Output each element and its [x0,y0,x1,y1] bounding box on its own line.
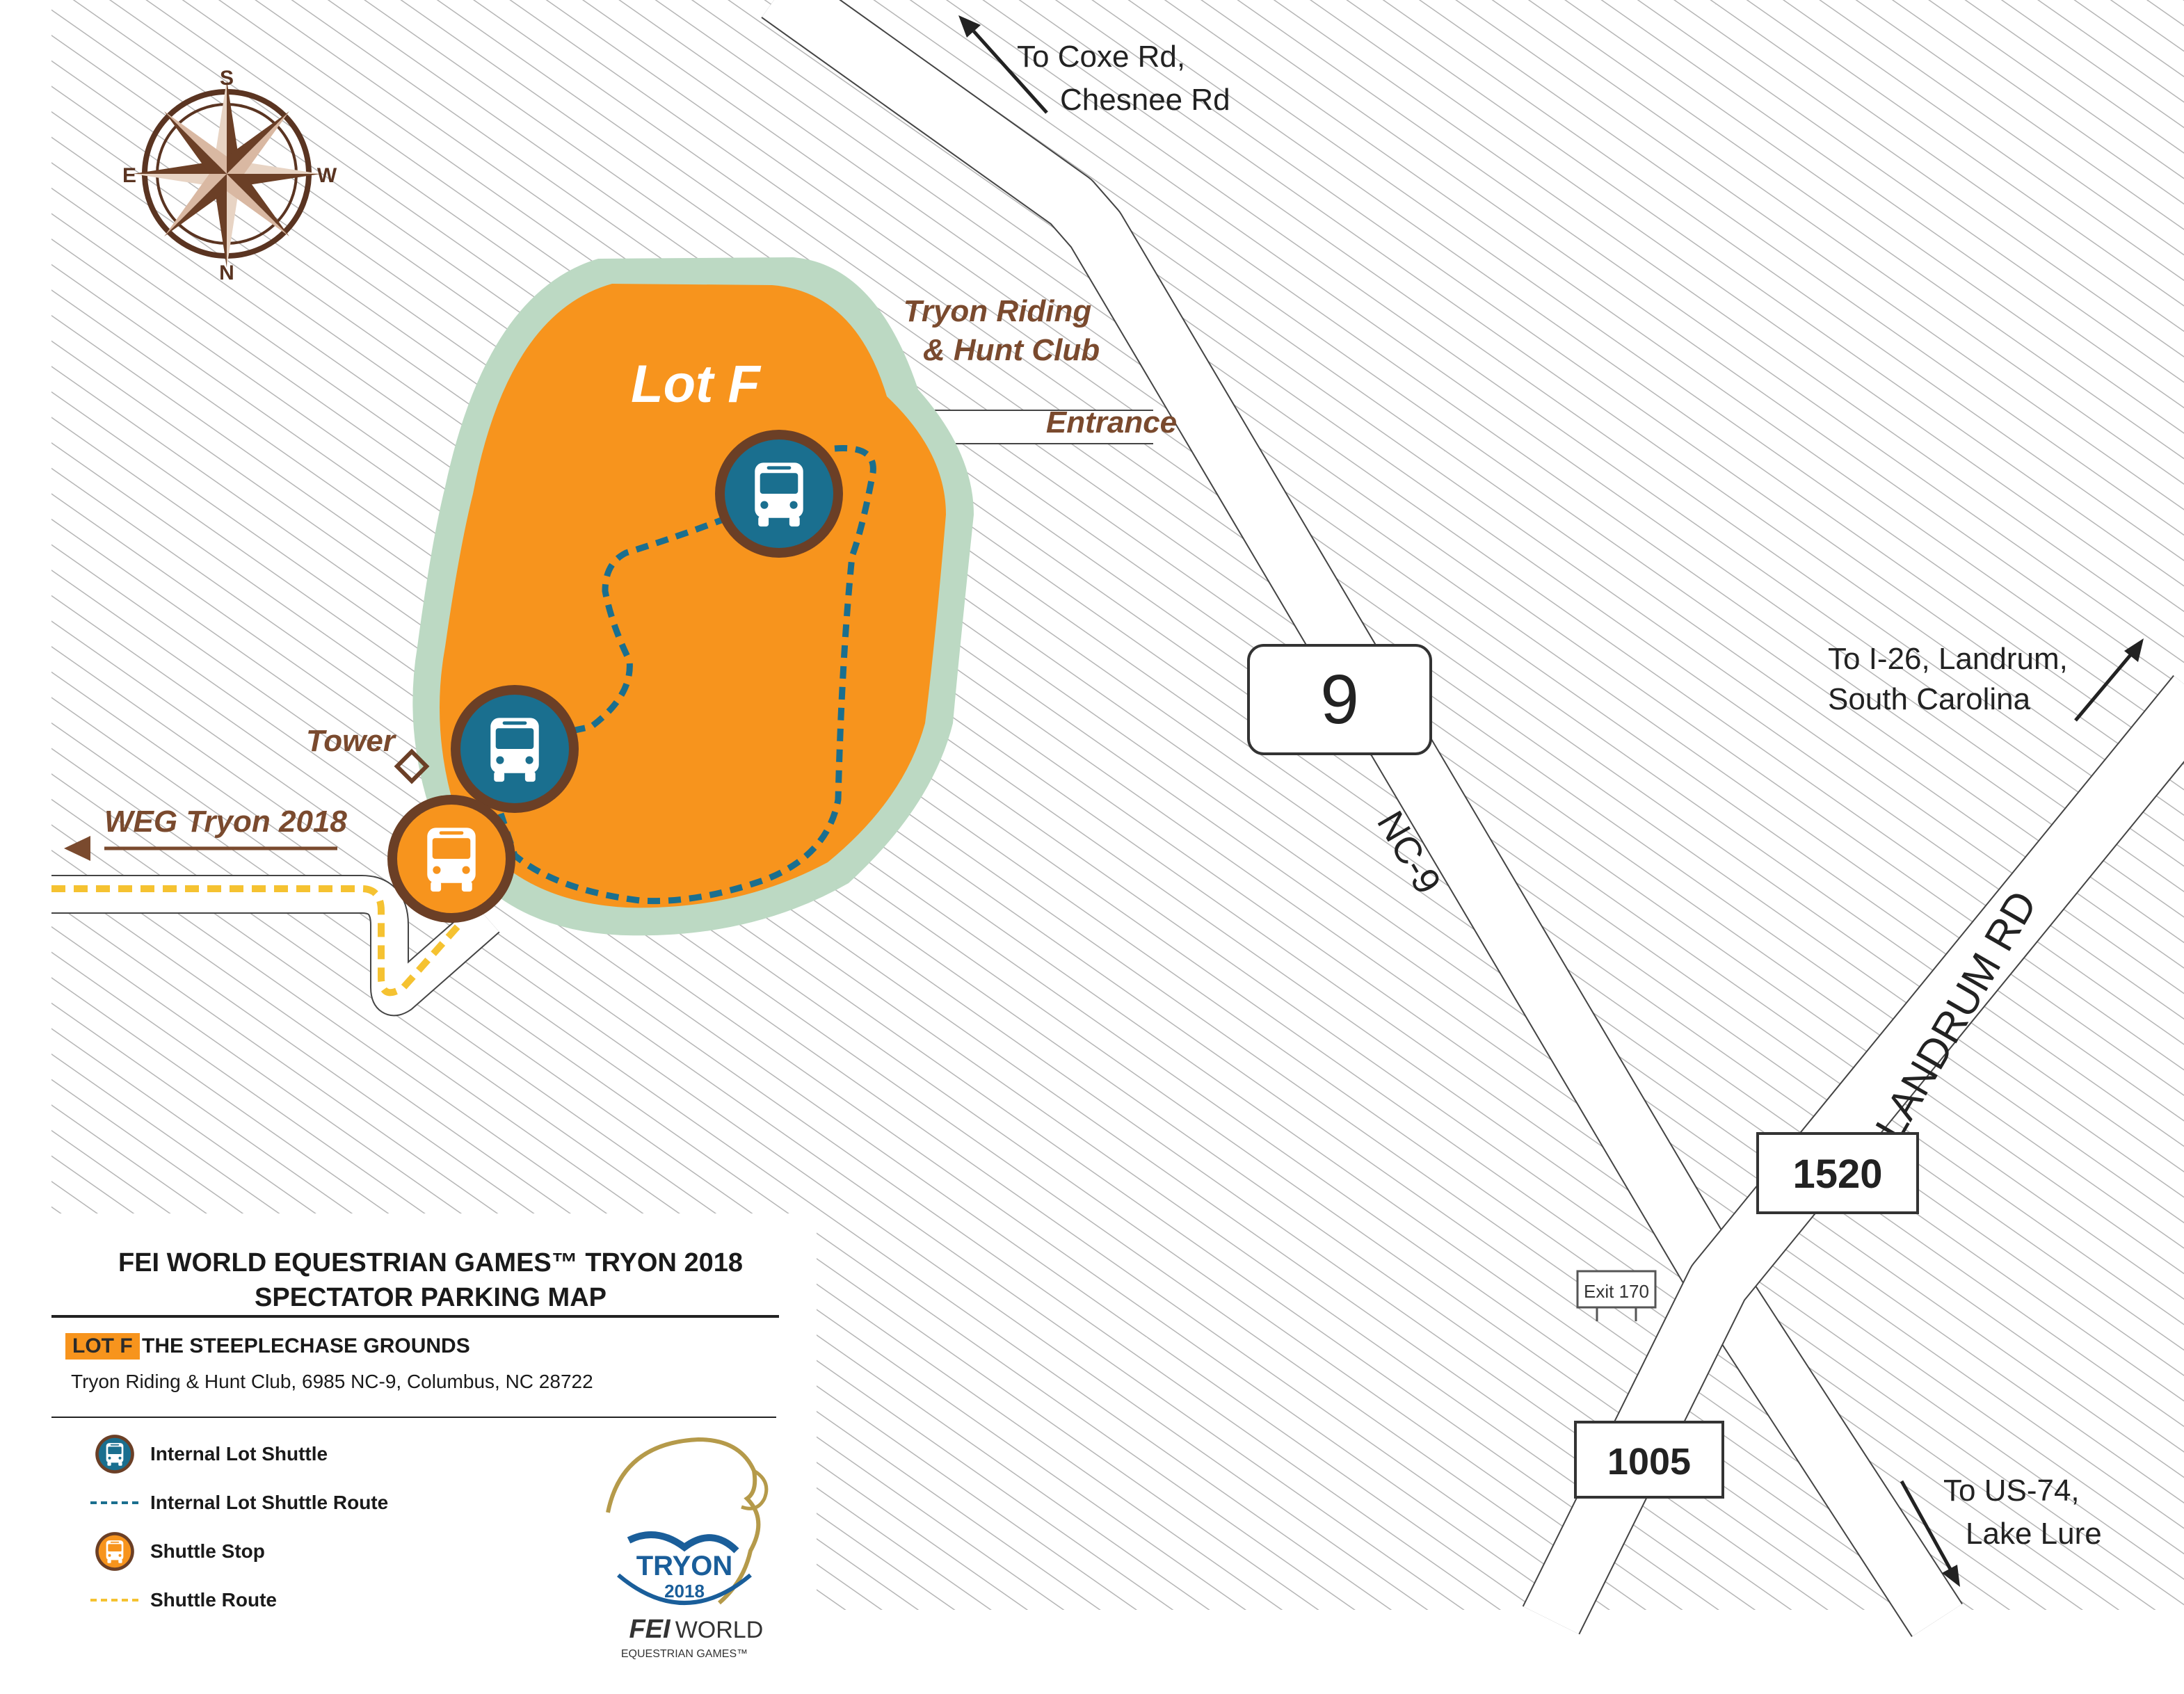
dir-us74-line1: To US-74, [1943,1474,2080,1508]
logo-games: EQUESTRIAN GAMES™ [621,1648,748,1660]
club-label-line1: Tryon Riding [904,294,1092,328]
bus-icon [95,1435,134,1474]
bus-icon [755,462,803,527]
internal-shuttle-route-loop [497,444,876,905]
bus-icon [427,828,476,892]
lot-name: THE STEEPLECHASE GROUNDS [142,1334,470,1357]
svg-text:Exit 170: Exit 170 [1584,1281,1649,1302]
tower-marker [394,748,430,784]
dir-us74-line2: Lake Lure [1966,1517,2102,1551]
dir-coxe-line1: To Coxe Rd, [1017,40,1185,74]
legend-title-line1: FEI WORLD EQUESTRIAN GAMES™ TRYON 2018 [118,1248,744,1277]
lot-address: Tryon Riding & Hunt Club, 6985 NC-9, Col… [71,1371,593,1392]
club-label-line2: & Hunt Club [923,333,1100,367]
weg-arrow [64,836,337,861]
dir-i26-line1: To I-26, Landrum, [1828,642,2068,676]
legend-rule-top [51,1315,779,1318]
shuttle-route [51,885,462,997]
route-9-shield: 9 [1247,644,1432,755]
legend-item-shuttle-route: Shuttle Route [90,1579,277,1621]
legend: FEI WORLD EQUESTRIAN GAMES™ TRYON 2018 S… [51,1213,817,1679]
arrow-coxe [958,15,1048,114]
compass-east: E [122,164,136,187]
arrow-us74 [1900,1480,1960,1587]
shuttle-stop[interactable] [387,795,515,923]
legend-item-internal-shuttle: Internal Lot Shuttle [90,1433,328,1475]
dir-coxe-line2: Chesnee Rd [1060,83,1230,117]
compass-west: W [317,164,337,187]
route-1520-shield: 1520 [1756,1132,1919,1214]
legend-item-shuttle-stop: Shuttle Stop [90,1531,265,1572]
logo-tryon: TRYON [636,1551,733,1581]
lot-tag: LOT F [65,1333,140,1360]
internal-lot-shuttle-stop-south[interactable] [451,685,579,813]
exit-170-sign: Exit 170 [1576,1270,1657,1321]
compass-north: N [219,261,234,284]
map-background [51,0,2184,1213]
entrance-label: Entrance [1046,405,1177,439]
weg-label: WEG Tryon 2018 [104,805,347,839]
svg-text:9: 9 [1320,661,1359,739]
legend-item-internal-route: Internal Lot Shuttle Route [90,1482,388,1524]
arrow-i26 [2074,638,2144,722]
compass-south: S [220,67,234,90]
dir-i26-line2: South Carolina [1828,682,2031,716]
compass-rose [133,80,321,268]
logo-world: WORLD [675,1617,764,1643]
svg-text:1520: 1520 [1792,1152,1882,1197]
internal-shuttle-route [542,515,728,741]
logo-year: 2018 [664,1581,705,1602]
tower-label: Tower [306,724,397,758]
internal-lot-shuttle-stop-north[interactable] [715,430,843,558]
lot-f-label: Lot F [631,355,762,414]
route-1005-shield: 1005 [1574,1421,1724,1499]
road-weg [51,875,500,1017]
map-background-lower [817,1213,2184,1610]
legend-title-line2: SPECTATOR PARKING MAP [255,1283,607,1312]
legend-rule-mid [51,1417,776,1418]
bus-icon [490,718,539,782]
bus-icon [95,1532,134,1571]
logo-fei: FEI [629,1615,671,1644]
dashed-line-icon [90,1599,139,1602]
road-landrum [1522,675,2184,1635]
svg-text:1005: 1005 [1607,1441,1691,1483]
road-nc9 [761,0,1963,1637]
tryon-2018-logo: TRYON 2018 FEI WORLD EQUESTRIAN GAMES™ [606,1437,769,1660]
dashed-line-icon [90,1501,139,1504]
